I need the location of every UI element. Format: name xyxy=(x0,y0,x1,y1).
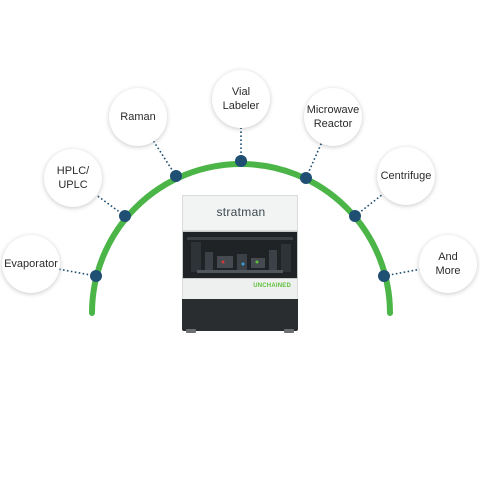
instrument-base xyxy=(182,299,298,331)
bubble-vial-labeler: Vial Labeler xyxy=(212,70,270,128)
bubble-microwave-reactor: Microwave Reactor xyxy=(304,88,362,146)
connector-line-and-more xyxy=(383,263,449,277)
bubble-centrifuge: Centrifuge xyxy=(377,147,435,205)
instrument-badge: UNCHAINED xyxy=(253,283,291,289)
arc-node-raman xyxy=(170,170,182,182)
bubble-label-hplc-uplc: HPLC/ UPLC xyxy=(56,165,90,191)
arc-node-centrifuge xyxy=(349,210,361,222)
arc-node-and-more xyxy=(378,270,390,282)
arc-node-vial-labeler xyxy=(235,155,247,167)
instrument-feet xyxy=(186,329,294,333)
arc-node-evaporator xyxy=(90,270,102,282)
connector-line-microwave-reactor xyxy=(305,116,334,179)
instrument-window xyxy=(182,231,298,279)
bubble-label-raman: Raman xyxy=(120,111,156,123)
connector-line-evaporator xyxy=(30,263,97,277)
instrument-foot xyxy=(284,329,294,333)
instrument-top-panel: stratman xyxy=(182,195,298,231)
connector-line-hplc-uplc xyxy=(72,177,126,217)
bubble-label-and-more: And More xyxy=(435,251,461,277)
connector-line-centrifuge xyxy=(354,175,407,217)
bubble-label-vial-labeler: Vial Labeler xyxy=(222,86,260,112)
instrument-foot xyxy=(186,329,196,333)
bubble-label-evaporator: Evaporator xyxy=(4,258,58,270)
bubble-hplc-uplc: HPLC/ UPLC xyxy=(44,149,102,207)
bubble-label-centrifuge: Centrifuge xyxy=(380,170,432,182)
instrument-image: stratman UNCHAINED xyxy=(182,195,298,333)
instrument-brand-logo: stratman xyxy=(216,205,266,219)
arc-node-microwave-reactor xyxy=(300,172,312,184)
instrument-interior xyxy=(187,237,293,273)
bubble-and-more: And More xyxy=(419,235,477,293)
bubble-label-microwave-reactor: Microwave Reactor xyxy=(306,104,360,130)
arc-node-hplc-uplc xyxy=(119,210,131,222)
bubble-evaporator: Evaporator xyxy=(2,235,60,293)
instrument-body: UNCHAINED xyxy=(182,279,298,299)
bubble-raman: Raman xyxy=(109,88,167,146)
